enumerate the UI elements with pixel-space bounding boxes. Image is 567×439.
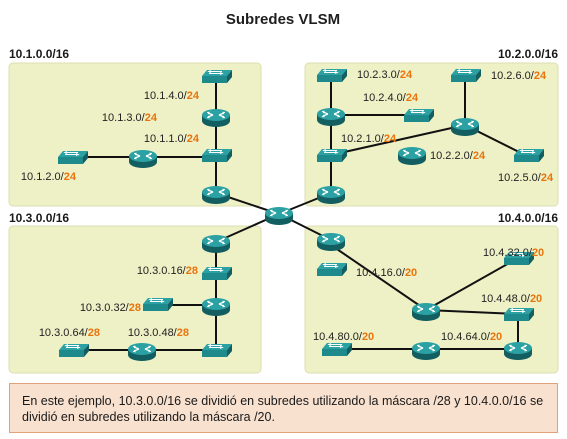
subnet-label: 10.2.6.0/24	[491, 70, 547, 82]
subnet-label: 10.1.4.0/24	[144, 90, 200, 102]
router-icon	[450, 117, 480, 137]
quadrant-label-10-2: 10.2.0.0/16	[498, 47, 558, 61]
router-icon	[316, 107, 346, 127]
subnet-label: 10.3.0.48/28	[128, 327, 189, 339]
switch-icon	[58, 343, 90, 358]
switch-icon	[316, 68, 348, 83]
subnet-label: 10.4.16.0/20	[356, 267, 417, 279]
switch-icon	[142, 297, 174, 312]
explanation-note: En este ejemplo, 10.3.0.0/16 se dividió …	[9, 383, 558, 433]
switch-icon	[321, 342, 353, 357]
switch-icon	[201, 343, 233, 358]
router-icon	[201, 297, 231, 317]
switch-icon	[316, 262, 348, 277]
switch-icon	[201, 69, 233, 84]
quadrant-10-4	[304, 225, 559, 374]
switch-icon	[450, 68, 482, 83]
subnet-label: 10.2.1.0/24	[341, 133, 397, 145]
subnet-label: 10.2.2.0/24	[430, 150, 486, 162]
switch-icon	[513, 148, 545, 163]
switch-icon	[316, 148, 348, 163]
quadrant-10-3	[8, 225, 262, 374]
subnet-label: 10.3.0.64/28	[39, 327, 100, 339]
router-icon	[503, 341, 533, 361]
router-icon	[316, 185, 346, 205]
subnet-label: 10.3.0.16/28	[137, 265, 198, 277]
router-icon	[411, 341, 441, 361]
router-icon	[397, 146, 427, 166]
subnet-label: 10.2.5.0/24	[498, 172, 554, 184]
switch-icon	[201, 266, 233, 281]
subnet-label: 10.2.4.0/24	[363, 92, 419, 104]
quadrant-10-2	[304, 62, 559, 207]
switch-icon	[503, 307, 535, 322]
subnet-label: 10.4.80.0/20	[313, 331, 374, 343]
subnet-label: 10.4.32.0/20	[483, 247, 544, 259]
router-icon	[264, 206, 294, 226]
router-icon	[201, 185, 231, 205]
quadrant-10-1	[8, 62, 262, 207]
diagram-title: Subredes VLSM	[226, 11, 340, 28]
switch-icon	[57, 150, 89, 165]
subnet-label: 10.2.3.0/24	[357, 69, 413, 81]
quadrant-label-10-4: 10.4.0.0/16	[498, 211, 558, 225]
router-icon	[411, 302, 441, 322]
subnet-label: 10.3.0.32/28	[80, 302, 141, 314]
subnet-label: 10.1.3.0/24	[102, 112, 158, 124]
switch-icon	[201, 148, 233, 163]
quadrant-label-10-3: 10.3.0.0/16	[9, 211, 69, 225]
subnet-label: 10.1.1.0/24	[144, 133, 200, 145]
router-icon	[128, 149, 158, 169]
router-icon	[201, 108, 231, 128]
router-icon	[201, 234, 231, 254]
subnet-label: 10.4.64.0/20	[441, 331, 502, 343]
router-icon	[316, 232, 346, 252]
switch-icon	[403, 108, 435, 123]
subnet-label: 10.4.48.0/20	[481, 293, 542, 305]
subnet-label: 10.1.2.0/24	[21, 171, 77, 183]
router-icon	[127, 342, 157, 362]
quadrant-label-10-1: 10.1.0.0/16	[9, 47, 69, 61]
